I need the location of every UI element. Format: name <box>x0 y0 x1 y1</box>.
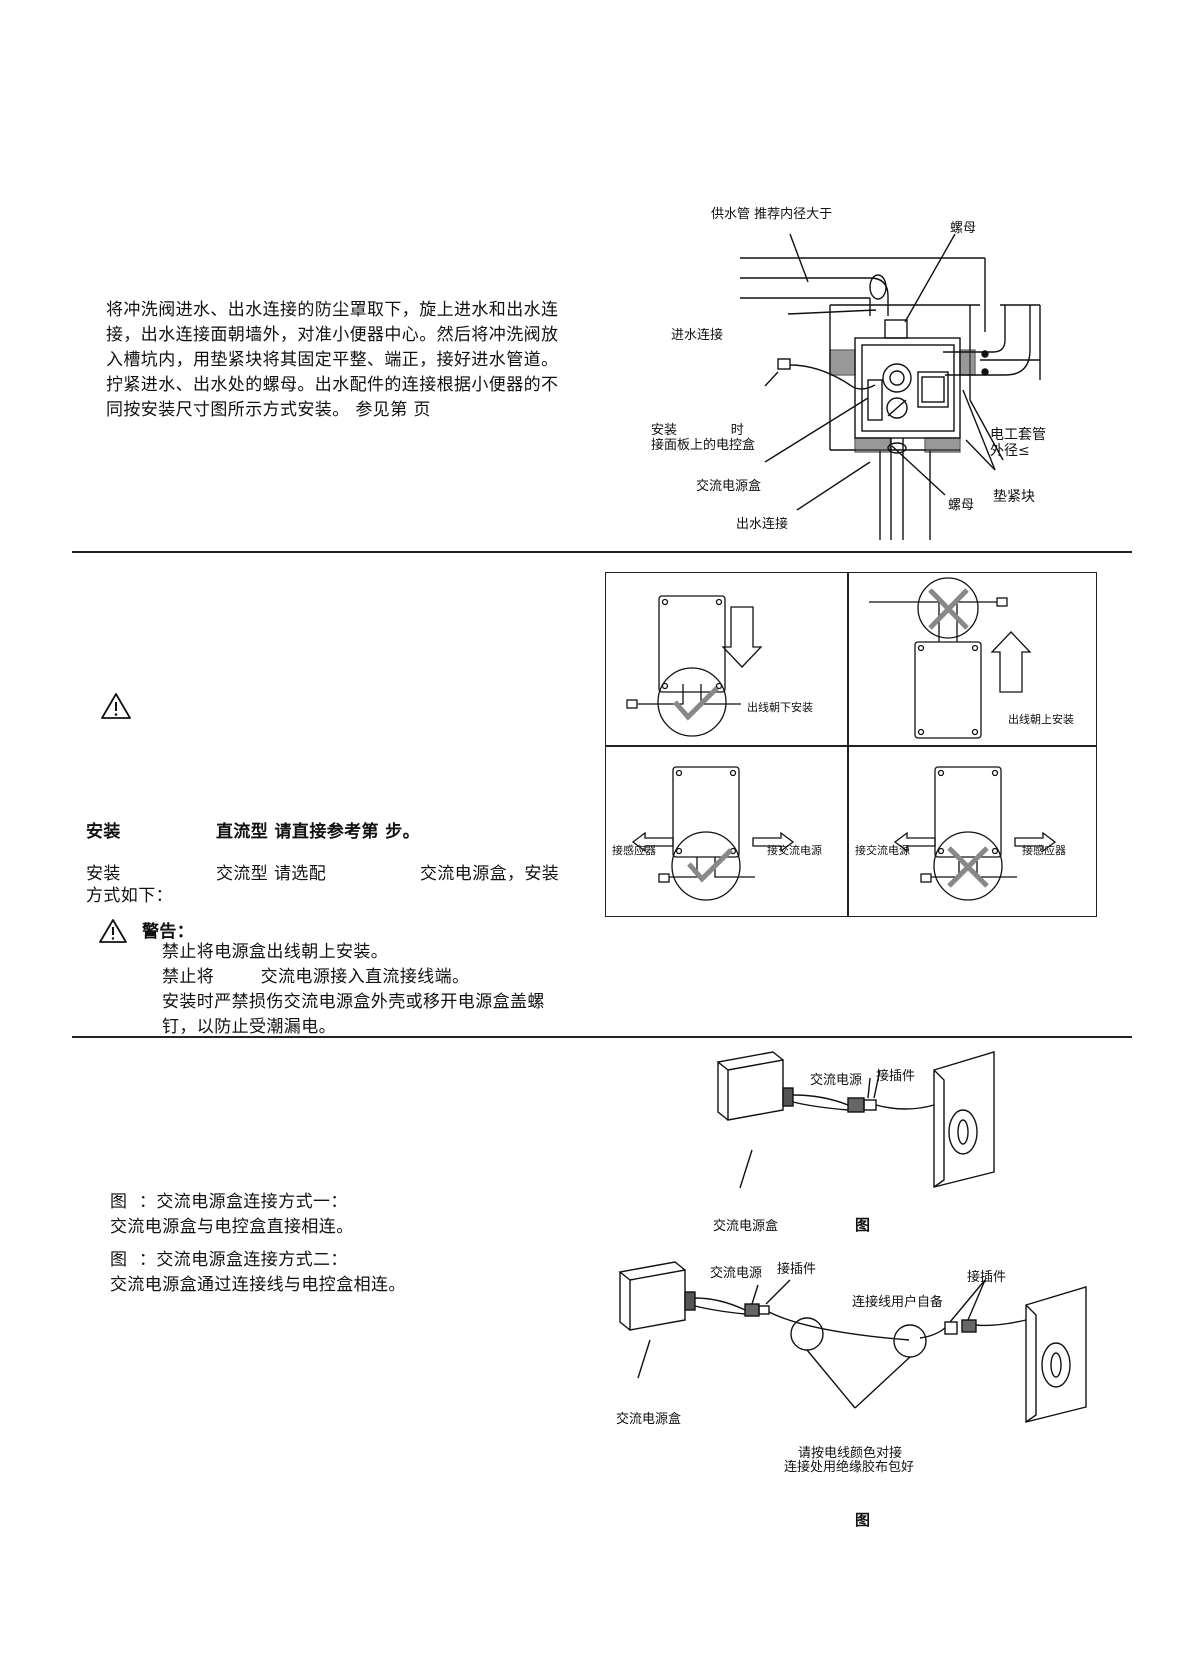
label-sensor-1: 接感应器 <box>612 844 656 857</box>
warning-item: 安装时严禁损伤交流电源盒外壳或移开电源盒盖螺 <box>162 992 545 1012</box>
label-connector-b2: 接插件 <box>967 1270 1007 1285</box>
paragraph-line: 入槽坑内，用垫紧块将其固定平整、端正，接好进水管道。 <box>106 350 559 370</box>
label-conduit-line2: 外径≤ <box>990 443 1030 459</box>
paragraph-line: 拧紧进水、出水处的螺母。出水配件的连接根据小便器的不 <box>106 375 559 395</box>
label-outlet-down: 出线朝下安装 <box>747 701 813 714</box>
install-ac-text2: 交流电源盒，安装 <box>420 864 560 884</box>
figure-b-label: 图 <box>855 1511 871 1529</box>
label-ac-box-b: 交流电源盒 <box>616 1412 682 1427</box>
warning-triangle-icon <box>99 919 127 943</box>
label-sensor-2: 接感应器 <box>1022 844 1066 857</box>
flush-valve-install-diagram <box>740 233 1041 540</box>
figure-a-desc: 交流电源盒与电控盒直接相连。 <box>110 1217 354 1237</box>
label-conduit-line1: 电工套管 <box>990 427 1046 443</box>
label-connector-a: 接插件 <box>876 1069 916 1084</box>
label-ac-box-a: 交流电源盒 <box>713 1219 779 1234</box>
label-outlet-up: 出线朝上安装 <box>1008 713 1074 726</box>
figure-b-caption: 图 ：交流电源盒连接方式二： 交流电源盒通过连接线与电控盒相连。 <box>110 1248 406 1298</box>
orientation-grid <box>605 572 1097 917</box>
figure-a-caption: 图 ：交流电源盒连接方式一： 交流电源盒与电控盒直接相连。 <box>110 1190 354 1240</box>
figure-b-title: 图 ：交流电源盒连接方式二： <box>110 1250 348 1270</box>
warning-list: 禁止将电源盒出线朝上安装。 禁止将 交流电源接入直流接线端。 安装时严禁损伤交流… <box>162 940 602 1040</box>
paragraph-line: 同按安装尺寸图所示方式安装。 参见第 页 <box>106 400 431 420</box>
label-ac-power-a: 交流电源 <box>810 1073 863 1088</box>
install-ac-cont: 方式如下： <box>86 886 173 906</box>
label-note-line2: 连接处用绝缘胶布包好 <box>784 1460 915 1475</box>
label-shim: 垫紧块 <box>993 489 1035 505</box>
figure-b-desc: 交流电源盒通过连接线与电控盒相连。 <box>110 1275 406 1295</box>
label-install-line2: 接面板上的电控盒 <box>651 438 756 453</box>
warning-title: 警告： <box>142 922 195 942</box>
section-divider <box>72 1036 1132 1038</box>
orientation-grid-illustrations <box>626 577 1057 901</box>
label-user-cable: 连接线用户自备 <box>852 1295 944 1310</box>
paragraph-line: 将冲洗阀进水、出水连接的防尘罩取下，旋上进水和出水连 <box>106 300 559 320</box>
install-dc-label: 安装 <box>86 822 121 842</box>
paragraph-line: 接，出水连接面朝墙外，对准小便器中心。然后将冲洗阀放 <box>106 325 559 345</box>
label-nut-bottom: 螺母 <box>948 498 975 513</box>
install-ac-label: 安装 <box>86 864 121 884</box>
label-ac-power-2: 接交流电源 <box>855 844 910 857</box>
install-dc-text: 直流型 请直接参考第 步。 <box>216 822 421 842</box>
figure-a-label: 图 <box>855 1216 871 1234</box>
figure-a-title: 图 ：交流电源盒连接方式一： <box>110 1192 348 1212</box>
label-note-line1: 请按电线颜色对接 <box>798 1446 903 1461</box>
install-ac-line: 安装 交流型 请选配 交流电源盒，安装 <box>86 862 586 887</box>
warning-item: 禁止将电源盒出线朝上安装。 <box>162 942 389 962</box>
label-ac-power-1: 接交流电源 <box>767 844 822 857</box>
install-ac-text: 交流型 请选配 <box>216 864 327 884</box>
install-paragraph: 将冲洗阀进水、出水连接的防尘罩取下，旋上进水和出水连 接，出水连接面朝墙外，对准… <box>106 298 596 423</box>
warning-item: 禁止将 交流电源接入直流接线端。 <box>162 967 470 987</box>
label-outlet: 出水连接 <box>736 517 789 532</box>
warning-triangle-icon <box>101 693 131 719</box>
label-install-line1: 安装 时 <box>651 423 744 438</box>
ac-connection-diagrams <box>618 1051 1087 1423</box>
warning-item: 钉，以防止受潮漏电。 <box>162 1017 336 1037</box>
label-ac-power-b: 交流电源 <box>710 1266 763 1281</box>
label-connector-b1: 接插件 <box>777 1262 817 1277</box>
label-inlet: 进水连接 <box>671 328 724 343</box>
label-ac-box: 交流电源盒 <box>696 479 762 494</box>
label-nut-top: 螺母 <box>950 221 977 236</box>
label-supply-pipe: 供水管 推荐内径大于 <box>711 207 833 222</box>
section-divider <box>72 551 1132 553</box>
install-dc-line: 安装 直流型 请直接参考第 步。 <box>86 820 586 845</box>
